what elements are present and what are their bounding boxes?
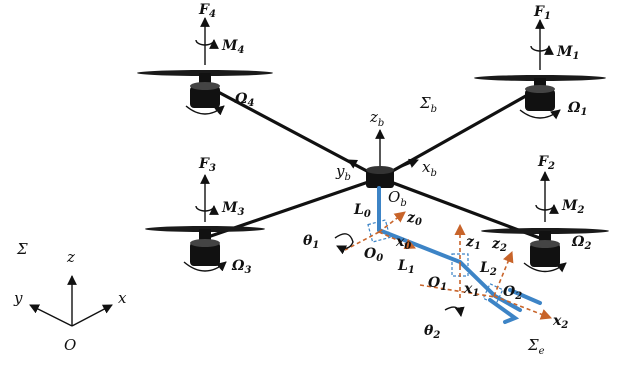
rotor-3 bbox=[145, 174, 265, 272]
joint-O0-label: O0 bbox=[364, 246, 383, 264]
rotor-1-force-label: F1 bbox=[533, 4, 551, 22]
joint-frame-axes bbox=[334, 211, 553, 320]
x2-label: x2 bbox=[552, 313, 568, 331]
rotor-1-moment-label: M1 bbox=[556, 44, 579, 62]
body-frame-axes bbox=[347, 129, 419, 171]
body-origin-label: Ob bbox=[388, 188, 407, 209]
joint-O2-label: O2 bbox=[503, 284, 522, 302]
inertial-y-label: y bbox=[13, 289, 23, 307]
rotor-4 bbox=[137, 17, 273, 116]
z1-label: z1 bbox=[465, 234, 481, 252]
rotor-4-force-label: F4 bbox=[198, 2, 216, 20]
inertial-z-label: z bbox=[66, 248, 75, 266]
rotor-2-speed-label: Ω2 bbox=[571, 234, 591, 252]
rotor-1-speed-label: Ω1 bbox=[567, 100, 587, 118]
rotor-4-speed-label: Ω4 bbox=[234, 91, 254, 109]
z2-label: z2 bbox=[491, 236, 507, 254]
manipulator bbox=[367, 186, 542, 324]
x0-label: x0 bbox=[395, 234, 411, 252]
rotor-1 bbox=[474, 19, 606, 120]
rotor-3-speed-label: Ω3 bbox=[231, 258, 251, 276]
inertial-origin-label: O bbox=[64, 336, 76, 354]
x1-label: x1 bbox=[463, 281, 479, 299]
rotor-4-moment-label: M4 bbox=[221, 38, 245, 56]
z0-label: z0 bbox=[406, 210, 422, 228]
rotor-3-moment-label: M3 bbox=[221, 200, 245, 218]
theta1-label: θ1 bbox=[303, 233, 319, 251]
inertial-x-label: x bbox=[118, 289, 127, 307]
link-L1-label: L1 bbox=[397, 258, 415, 276]
rotor-3-force-label: F3 bbox=[198, 156, 216, 174]
link-L2-label: L2 bbox=[479, 260, 497, 278]
rotor-2 bbox=[481, 171, 609, 273]
joint-O1-label: O1 bbox=[428, 275, 447, 293]
body-frame-label: Σb bbox=[419, 94, 437, 115]
inertial-frame-axes bbox=[29, 275, 113, 327]
rotor-2-moment-label: M2 bbox=[561, 198, 585, 216]
link-L0-label: L0 bbox=[353, 202, 371, 220]
body-z-label: zb bbox=[369, 108, 384, 129]
theta2-label: θ2 bbox=[424, 323, 440, 341]
body-x-label: xb bbox=[422, 158, 437, 179]
inertial-frame-label: Σ bbox=[16, 240, 28, 258]
end-effector-frame-label: Σe bbox=[527, 336, 545, 357]
body-y-label: yb bbox=[335, 162, 351, 183]
quadrotor-body bbox=[366, 166, 394, 188]
rotor-2-force-label: F2 bbox=[537, 154, 555, 172]
